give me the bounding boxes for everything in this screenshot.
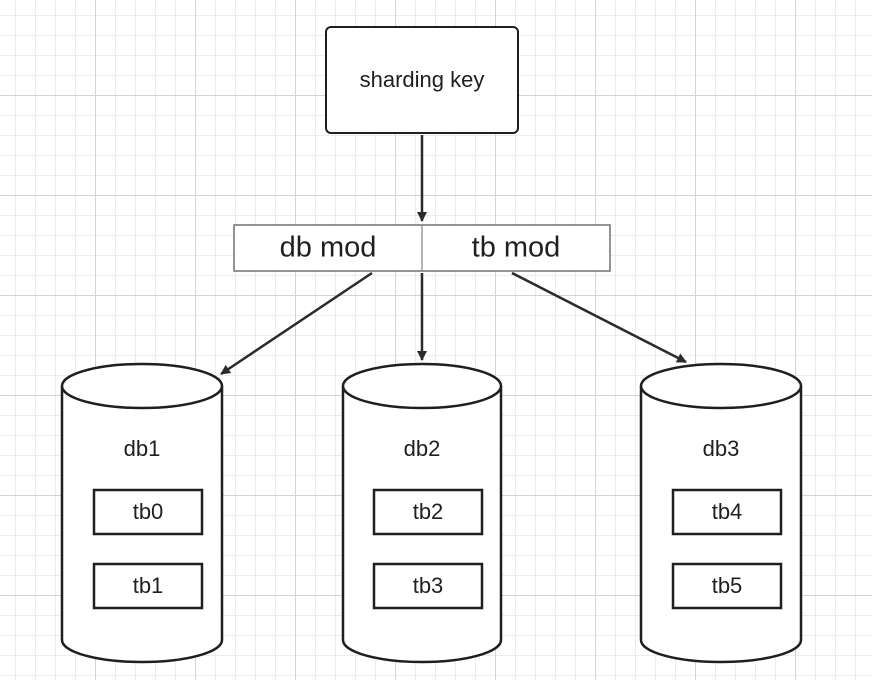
database-db2: db2 tb2 tb3 [341,362,503,664]
table-label: tb0 [133,499,164,524]
arrow-router-to-db1 [220,271,373,376]
tb-mod-label: tb mod [472,232,561,264]
table-tb5: tb5 [671,562,783,610]
database-db3: db3 tb4 tb5 [639,362,803,664]
db-mod-label: db mod [280,232,377,264]
sharding-key-node: sharding key [325,26,519,134]
table-label: tb3 [413,573,444,598]
table-label: tb2 [413,499,444,524]
table-tb1: tb1 [92,562,204,610]
sharding-key-label: sharding key [360,67,485,92]
table-tb0: tb0 [92,488,204,536]
router-node: db mod tb mod [233,224,611,272]
database-label: db2 [404,436,441,461]
table-tb4: tb4 [671,488,783,536]
database-label: db3 [703,436,740,461]
table-label: tb4 [712,499,743,524]
database-label: db1 [124,436,161,461]
table-label: tb1 [133,573,164,598]
arrow-router-to-db3 [511,271,687,364]
table-label: tb5 [712,573,743,598]
database-db1: db1 tb0 tb1 [60,362,224,664]
table-tb3: tb3 [372,562,484,610]
table-tb2: tb2 [372,488,484,536]
